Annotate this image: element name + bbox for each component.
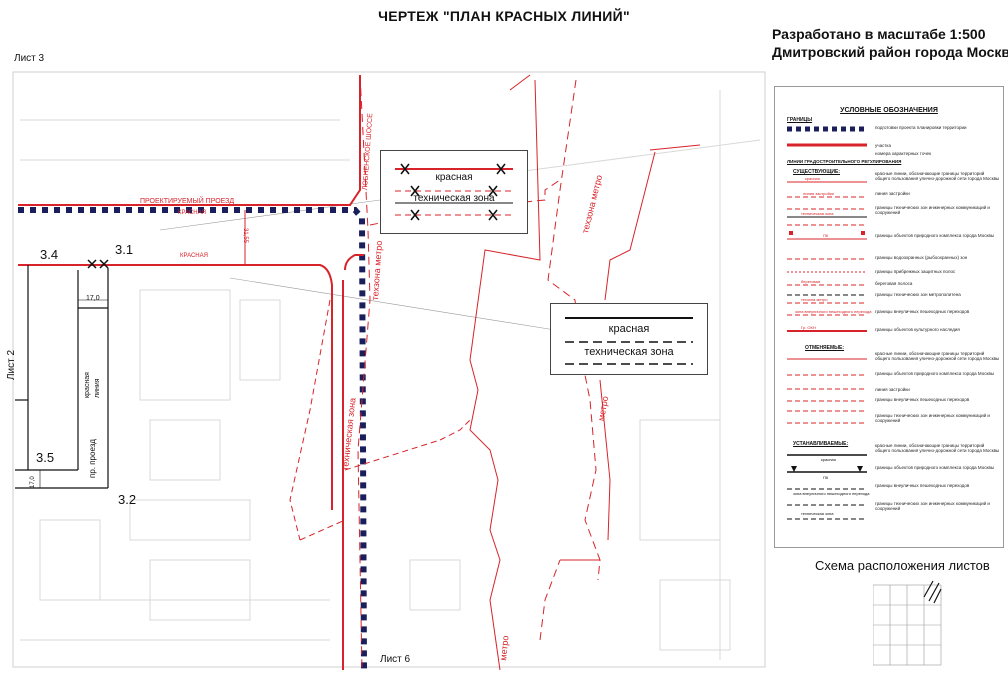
swatch-label: техническая зона <box>801 211 834 216</box>
legend-text: береговая полоса <box>875 281 913 286</box>
swatch-label: линия застройки <box>803 191 834 196</box>
legend-text: границы внеуличных пешеходных переходов <box>875 397 970 402</box>
sheet-schema-grid <box>873 580 942 666</box>
legend-text: красные линии, обозначающие границы терр… <box>875 351 1000 361</box>
legend-callout-small: красная техническая зона <box>380 150 528 234</box>
boundary-lines <box>15 265 109 489</box>
legend-text: линия застройки <box>875 191 910 196</box>
background-buildings <box>20 90 761 660</box>
legend-swatches <box>787 126 867 520</box>
swatch-label: Гр. ОКН <box>801 325 816 330</box>
point-label: 3.4 <box>40 247 59 262</box>
sheet-label-bottom: Лист 6 <box>380 654 411 665</box>
legend-section: ОТМЕНЯЕМЫЕ: <box>805 345 845 351</box>
legend-text: красные линии, обозначающие границы терр… <box>875 443 1000 453</box>
legend-section: СУЩЕСТВУЮЩИЕ: <box>793 169 841 175</box>
callout-red-label: красная <box>435 172 473 183</box>
legend-text: границы технических зон метрополитена <box>875 292 961 297</box>
legend-text: границы объектов природного комплекса го… <box>875 465 995 470</box>
road-label: линия <box>94 378 101 398</box>
legend-title: УСЛОВНЫЕ ОБОЗНАЧЕНИЯ <box>840 107 938 114</box>
callout-tech-label: техническая зона <box>413 193 495 204</box>
legend-text: границы водоохранных (рыбоохранных) зон <box>875 255 968 260</box>
legend-section: УСТАНАВЛИВАЕМЫЕ: <box>793 441 849 447</box>
sheet-label-left: Лист 2 <box>6 349 17 380</box>
dimension-ticks <box>39 299 108 488</box>
sheet-label-top: Лист 3 <box>14 53 45 64</box>
swatch-label: зона внеуличного пешеходного перехода <box>793 491 870 496</box>
legend-text: границы внеуличных пешеходных переходов <box>875 309 970 314</box>
point-label: 3.2 <box>118 492 137 507</box>
red-line-label: КРАСНАЯ <box>178 210 206 216</box>
legend-text: границы технических зон инженерных комму… <box>875 413 990 423</box>
swatch-label: ПК <box>823 233 829 238</box>
red-line-label: КРАСНАЯ <box>180 253 208 259</box>
legend-text: границы внеуличных пешеходных переходов <box>875 483 970 488</box>
legend-text: подготовки проекта планировки территории <box>875 125 967 130</box>
point-markers <box>87 259 109 269</box>
road-label: красная <box>84 372 91 398</box>
legend-text: красные линии, обозначающие границы терр… <box>875 171 1000 181</box>
red-lines <box>18 74 701 671</box>
swatch-label: красная <box>821 457 836 462</box>
dim-label: 17,0 <box>30 476 36 488</box>
legend-text: границы объектов природного комплекса го… <box>875 371 995 376</box>
dim-label: 17,0 <box>86 295 100 302</box>
legend-section: ГРАНИЦЫ <box>787 117 813 123</box>
drawing-title: ЧЕРТЕЖ "ПЛАН КРАСНЫХ ЛИНИЙ" <box>378 8 630 24</box>
callout-red-label: красная <box>608 323 650 335</box>
dim-label: 31,55 <box>242 228 248 244</box>
map-canvas <box>12 71 766 671</box>
project-boundary <box>18 207 367 671</box>
swatch-label: ПК <box>823 475 829 480</box>
legend-text: линия застройки <box>875 387 910 392</box>
swatch-label: зона внеуличного пешеходного перехода <box>795 309 872 314</box>
legend-text: границы технических зон инженерных комму… <box>875 205 990 215</box>
legend-text: границы прибрежных защитных полос <box>875 269 956 274</box>
sheet-schema-title: Схема расположения листов <box>815 558 990 573</box>
legend-panel: УСЛОВНЫЕ ОБОЗНАЧЕНИЯ ГРАНИЦЫ <box>774 86 1004 548</box>
swatch-label: красная <box>805 176 820 181</box>
road-label: пр. проезд <box>88 439 97 478</box>
street-label: ПРОЕКТИРУЕМЫЙ ПРОЕЗД <box>140 198 235 205</box>
swatch-label: техзона метро <box>801 297 828 302</box>
legend-text: границы технических зон инженерных комму… <box>875 501 990 511</box>
swatch-label: береговая <box>801 279 820 284</box>
callout-tech-label: техническая зона <box>584 346 674 358</box>
legend-text: номера характерных точек <box>875 151 932 156</box>
legend-text: границы объектов культурного наследия <box>875 327 960 332</box>
legend-text: границы объектов природного комплекса го… <box>875 233 995 238</box>
leader-line <box>229 277 556 331</box>
scale-text: Разработано в масштабе 1:500 <box>772 26 986 42</box>
legend-text: участка <box>875 143 891 148</box>
point-label: 3.1 <box>115 242 134 257</box>
legend-callout-large: красная техническая зона <box>550 303 708 375</box>
legend-section: ЛИНИИ ГРАДОСТРОИТЕЛЬНОГО РЕГУЛИРОВАНИЯ <box>787 159 902 164</box>
point-label: 3.5 <box>36 450 55 465</box>
scale-info: Разработано в масштабе 1:500 Дмитровский… <box>772 25 1008 61</box>
map-frame <box>12 71 766 668</box>
district-text: Дмитровский район города Москвы <box>772 44 1008 60</box>
swatch-label: техническая зона <box>801 511 834 516</box>
